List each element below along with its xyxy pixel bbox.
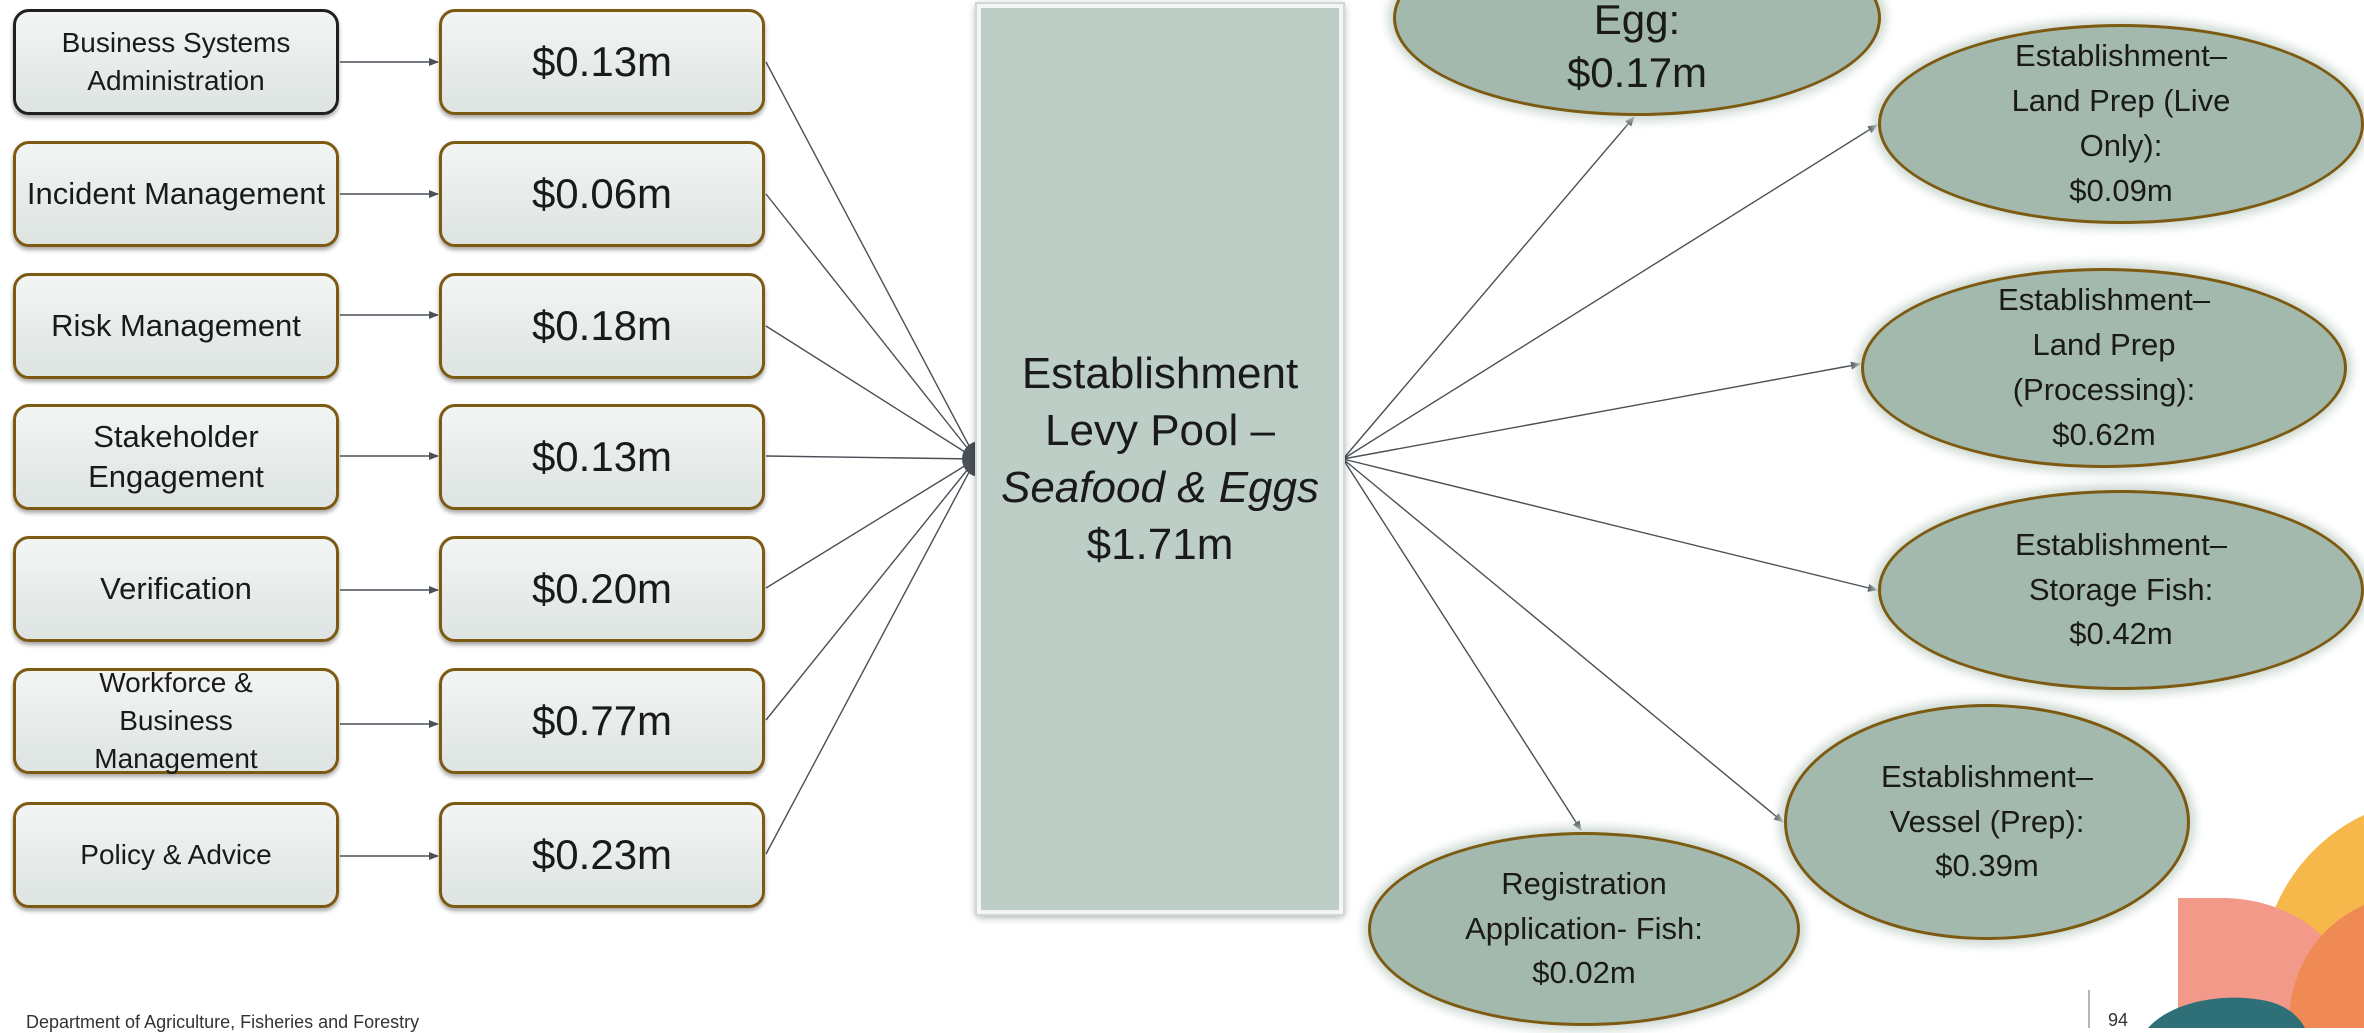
activity-box: Incident Management: [13, 141, 339, 247]
activity-box: Risk Management: [13, 273, 339, 379]
output-ellipse-registration-fish: Registration Application- Fish: $0.02m: [1368, 832, 1800, 1026]
output-arrow: [1342, 124, 1878, 460]
pool-junction-dot: [962, 441, 980, 477]
value-amount: $0.06m: [531, 170, 673, 217]
footer-divider: [2088, 990, 2090, 1028]
output-line: Only):: [2079, 128, 2163, 163]
value-amount: $0.77m: [531, 697, 673, 744]
activity-box: Policy & Advice: [13, 802, 339, 908]
value-box: $0.20m: [439, 536, 765, 642]
output-line: Egg:: [1593, 0, 1681, 43]
output-line: Establishment–: [1998, 282, 2210, 318]
output-line: Application- Fish:: [1465, 910, 1703, 946]
output-ellipse-vessel-prep: Establishment– Vessel (Prep): $0.39m: [1784, 704, 2190, 940]
activity-box: Workforce & Business Management: [13, 667, 339, 774]
pool-connector: [765, 61, 977, 460]
output-line: $0.17m: [1566, 48, 1708, 96]
output-line: Establishment–: [2015, 526, 2227, 562]
pool-title-line: Seafood & Eggs: [1000, 463, 1319, 512]
pool-connector: [765, 458, 977, 855]
activity-label: Business Systems Administration: [61, 27, 291, 96]
activity-label: Stakeholder Engagement: [88, 418, 264, 494]
footer-department: Department of Agriculture, Fisheries and…: [26, 1012, 420, 1032]
pool-connector: [765, 458, 977, 721]
output-line: Vessel (Prep):: [1889, 803, 2085, 839]
pool-connector: [765, 193, 977, 460]
value-box: $0.77m: [439, 668, 765, 774]
output-arrow: [1342, 458, 1878, 592]
activity-label: Risk Management: [51, 307, 301, 343]
output-ellipse-land-prep-processing: Establishment– Land Prep (Processing): $…: [1861, 268, 2347, 468]
value-amount: $0.18m: [531, 302, 673, 349]
value-amount: $0.23m: [531, 831, 673, 878]
output-line: $0.09m: [2069, 172, 2173, 208]
activity-label: Policy & Advice: [80, 839, 272, 871]
decorative-corner-graphic: [2148, 815, 2364, 1028]
value-amount: $0.20m: [531, 565, 673, 612]
output-ellipse-land-prep-live: Establishment– Land Prep (Live Only): $0…: [1878, 24, 2364, 224]
value-box: $0.23m: [439, 802, 765, 908]
output-line: $0.42m: [2069, 616, 2173, 652]
value-box: $0.18m: [439, 273, 765, 379]
activity-box: Stakeholder Engagement: [13, 404, 339, 510]
output-line: Storage Fish:: [2028, 571, 2214, 607]
activity-label: Incident Management: [26, 175, 326, 211]
activity-box: Business Systems Administration: [13, 9, 339, 115]
page-number: 94: [2108, 1010, 2129, 1030]
output-line: (Processing):: [2012, 372, 2196, 407]
output-line: Land Prep (Live: [2011, 83, 2231, 119]
output-ellipse-storage-fish: Establishment– Storage Fish: $0.42m: [1878, 490, 2364, 690]
value-box: $0.13m: [439, 404, 765, 510]
levy-pool-box: Establishment Levy Pool – Seafood & Eggs…: [975, 2, 1345, 916]
output-line: $0.62m: [2052, 416, 2156, 452]
output-line: Land Prep: [2032, 327, 2176, 363]
pool-title-line: Levy Pool –: [1045, 405, 1275, 455]
pool-title-line: Establishment: [1021, 348, 1299, 398]
pool-connector: [765, 455, 977, 460]
activity-box: Verification: [13, 536, 339, 642]
value-amount: $0.13m: [531, 433, 673, 480]
activity-label: Verification: [100, 570, 252, 606]
output-line: Establishment–: [1881, 758, 2093, 794]
pool-amount: $1.71m: [1086, 520, 1234, 570]
output-line: Establishment–: [2015, 38, 2227, 74]
value-box: $0.06m: [439, 141, 765, 247]
output-arrow: [1342, 361, 1861, 460]
pool-connector: [765, 458, 977, 589]
value-box: $0.13m: [439, 9, 765, 115]
activity-label: Workforce & Business Management: [94, 667, 258, 774]
output-arrow: [1342, 458, 1784, 823]
value-amount: $0.13m: [531, 38, 673, 85]
output-line: $0.39m: [1935, 848, 2039, 884]
output-line: Registration: [1501, 865, 1667, 901]
output-line: $0.02m: [1532, 955, 1636, 991]
output-arrow: [1342, 116, 1635, 460]
output-arrow: [1342, 458, 1582, 831]
pool-connector: [765, 325, 977, 460]
